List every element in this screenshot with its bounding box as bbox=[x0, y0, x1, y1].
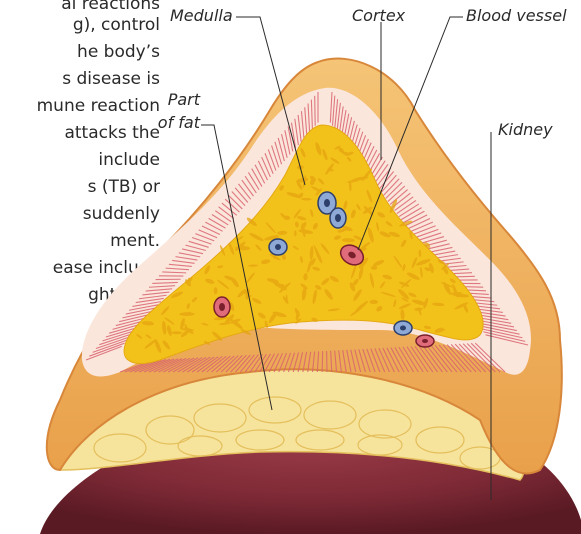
medulla-label: Medulla bbox=[170, 6, 233, 25]
part-of-fat-label-line2: of fat bbox=[150, 113, 200, 132]
vein bbox=[394, 321, 412, 335]
artery bbox=[214, 297, 230, 317]
part-of-fat-label-line1: Part bbox=[150, 90, 200, 109]
kidney-label: Kidney bbox=[498, 120, 553, 139]
vein bbox=[269, 239, 287, 255]
artery bbox=[416, 335, 434, 347]
cortex-label: Cortex bbox=[352, 6, 405, 25]
blood-vessel-label: Blood vessel bbox=[466, 6, 567, 25]
vein bbox=[330, 208, 346, 228]
